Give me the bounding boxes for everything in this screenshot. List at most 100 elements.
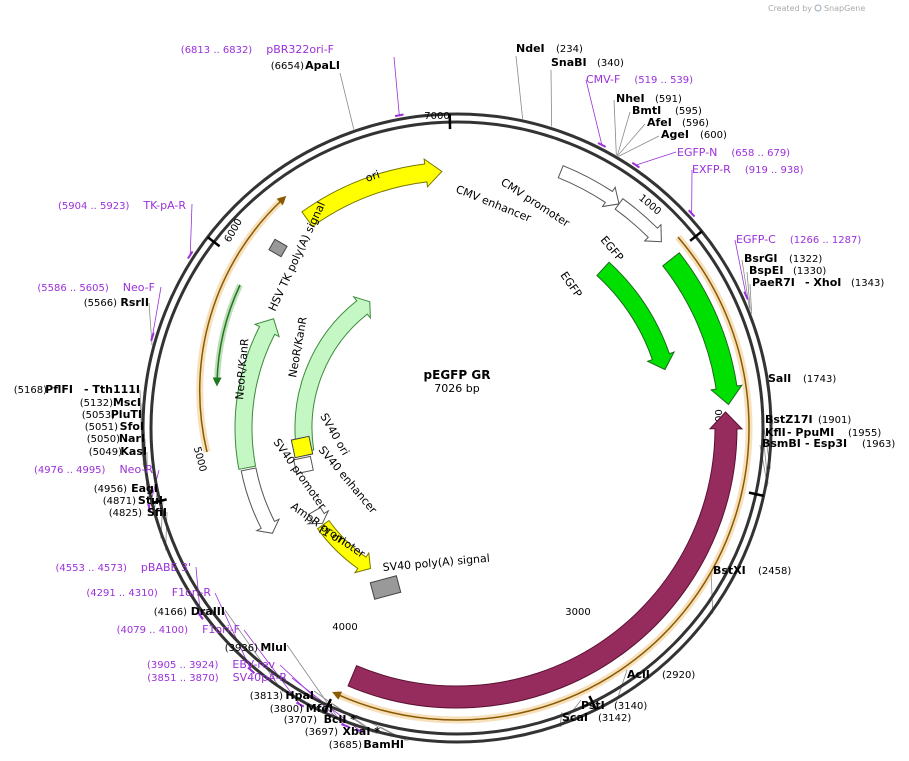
enzyme-position-scai: (3142) xyxy=(598,713,631,724)
feature-egfp-outer xyxy=(662,252,743,406)
ruler-tick-6000 xyxy=(206,236,221,248)
enzyme-name-sali: SalI xyxy=(768,372,791,385)
leader-line xyxy=(339,72,355,130)
leader-line xyxy=(214,592,252,671)
enzyme-name-kasi: KasI xyxy=(120,445,147,458)
enzyme-name-nhei: NheI xyxy=(616,92,645,105)
enzyme-name-mfei: MfeI xyxy=(306,702,333,715)
feature-f1-ori xyxy=(316,519,372,574)
primer-name-f1ori-r: F1ori-R xyxy=(172,586,212,599)
enzyme-name-sfoi: SfoI xyxy=(120,420,144,433)
enzyme-position-stui: (4871) xyxy=(103,496,136,507)
snapgene-logo-icon xyxy=(814,4,822,12)
leader-line xyxy=(710,571,714,614)
primer-range-neo-f: (5586 .. 5605) xyxy=(37,283,109,294)
primer-name-egfp-c: EGFP-C xyxy=(736,233,776,246)
created-by-text: Created by xyxy=(768,4,812,13)
leader-line xyxy=(515,55,524,119)
enzyme-position-mlui: (3936) xyxy=(225,643,258,654)
enzyme-name-stui: StuI xyxy=(138,494,163,507)
enzyme-position-bstz17i: (1901) xyxy=(818,415,851,426)
feature-cmv-enhancer xyxy=(557,165,620,208)
enzyme-position-pflfi: (5168) xyxy=(14,385,47,396)
leader-line xyxy=(151,286,162,337)
enzyme-position-sali: (1743) xyxy=(803,374,836,385)
enzyme-name-acli: AclI xyxy=(627,668,650,681)
enzyme-name-psti: PstI xyxy=(581,699,605,712)
feature-label-egfp-outer: EGFP xyxy=(598,234,626,264)
enzyme-name-xhoi: - XhoI xyxy=(805,276,841,289)
enzyme-name-pflfi: PflFI xyxy=(45,383,73,396)
primer-range-egfp-n: (658 .. 679) xyxy=(731,148,790,159)
enzyme-name-draiii: DraIII xyxy=(191,605,225,618)
enzyme-name-eagi: EagI xyxy=(131,482,158,495)
leader-line xyxy=(585,79,603,146)
leader-line xyxy=(749,283,753,314)
leader-line xyxy=(613,99,617,156)
leader-line xyxy=(243,629,301,705)
enzyme-position-bsrgi: (1322) xyxy=(789,254,822,265)
enzyme-position-snabi: (340) xyxy=(597,58,624,69)
enzyme-name-ndei: NdeI xyxy=(516,42,545,55)
primer-mark-egfp-c xyxy=(743,291,749,300)
primer-mark-neo-f xyxy=(150,332,155,342)
primer-name-cmv-f: CMV-F xyxy=(586,73,620,86)
backbone-outer-strand xyxy=(141,112,773,744)
primer-name-pbabe-3: pBABE 3' xyxy=(141,561,191,574)
ruler-tick-4000 xyxy=(323,698,332,714)
enzyme-name-esp3i: - Esp3I xyxy=(805,437,847,450)
enzyme-name-xbai: XbaI * xyxy=(343,725,381,738)
enzyme-position-eagi: (4956) xyxy=(94,484,127,495)
leader-line xyxy=(741,259,750,309)
primer-mark-ebv-rev xyxy=(341,723,350,729)
enzyme-name-snabi: SnaBI xyxy=(551,56,587,69)
enzyme-name-bmti: BmtI xyxy=(632,104,661,117)
ruler-tick-label: 4000 xyxy=(332,622,357,633)
primer-mark-exfp-r xyxy=(688,209,696,218)
orf-track-neor-short xyxy=(212,284,241,387)
primer-labels: pBR322ori-F (6813 .. 6832) CMV-F (519 .. 53… xyxy=(34,43,861,684)
primer-range-cmv-f: (519 .. 539) xyxy=(634,75,693,86)
feature-sv40-promoter xyxy=(240,467,281,534)
primer-range-neo-r: (4976 .. 4995) xyxy=(34,465,106,476)
enzyme-position-apali: (6654) xyxy=(271,61,304,72)
ruler-tick-3000 xyxy=(588,695,598,711)
enzyme-position-esp3i: (1963) xyxy=(862,439,895,450)
orf-track-neor-long xyxy=(198,195,287,453)
feature-glucocorticoid-receptor xyxy=(347,411,744,709)
enzyme-name-rsrii: RsrII xyxy=(120,296,149,309)
enzyme-name-sfii: SfiI xyxy=(147,506,167,519)
leader-line xyxy=(189,203,193,255)
leader-line xyxy=(734,239,747,296)
primer-range-f1ori-f: (4079 .. 4100) xyxy=(117,625,189,636)
enzyme-name-scai: ScaI xyxy=(562,711,588,724)
feature-sv40-ori xyxy=(290,435,314,459)
primer-name-pbr322ori-f: pBR322ori-F xyxy=(266,43,334,56)
primer-range-tk-pa-r: (5904 .. 5923) xyxy=(58,201,130,212)
enzyme-position-xhoi: (1343) xyxy=(851,278,884,289)
primer-range-pbr322ori-f: (6813 .. 6832) xyxy=(181,45,253,56)
enzyme-position-hpai: (3813) xyxy=(250,691,283,702)
snapgene-brand-text: SnapGene xyxy=(824,4,865,13)
feature-neor-kanr-inner xyxy=(294,295,371,454)
enzyme-name-bcli: BclI * xyxy=(324,713,357,726)
plasmid-center-label: pEGFP GR 7026 bp xyxy=(424,368,491,395)
enzyme-name-afei: AfeI xyxy=(647,116,672,129)
ruler-tick-label: 6000 xyxy=(223,217,245,245)
primer-name-exfp-r: EXFP-R xyxy=(692,163,731,176)
primer-mark-pbabe-3 xyxy=(197,611,204,620)
enzyme-position-pluti: (5053) xyxy=(82,410,115,421)
enzyme-name-bstxi: BstXI xyxy=(713,564,746,577)
backbone-inner-strand xyxy=(149,120,765,736)
feature-label-ori: ori xyxy=(364,168,382,185)
primer-range-exfp-r: (919 .. 938) xyxy=(745,165,804,176)
leader-line xyxy=(635,151,677,166)
feature-cmv-promoter xyxy=(614,197,662,243)
enzyme-position-afei: (596) xyxy=(682,118,709,129)
enzyme-name-ppumi: - PpuMI xyxy=(787,426,834,439)
plasmid-name: pEGFP GR xyxy=(424,368,491,382)
primer-marks xyxy=(147,113,749,734)
primer-range-egfp-c: (1266 .. 1287) xyxy=(790,235,862,246)
enzyme-position-nari: (5050) xyxy=(87,434,120,445)
primer-range-sv40pa-r: (3851 .. 3870) xyxy=(147,673,219,684)
